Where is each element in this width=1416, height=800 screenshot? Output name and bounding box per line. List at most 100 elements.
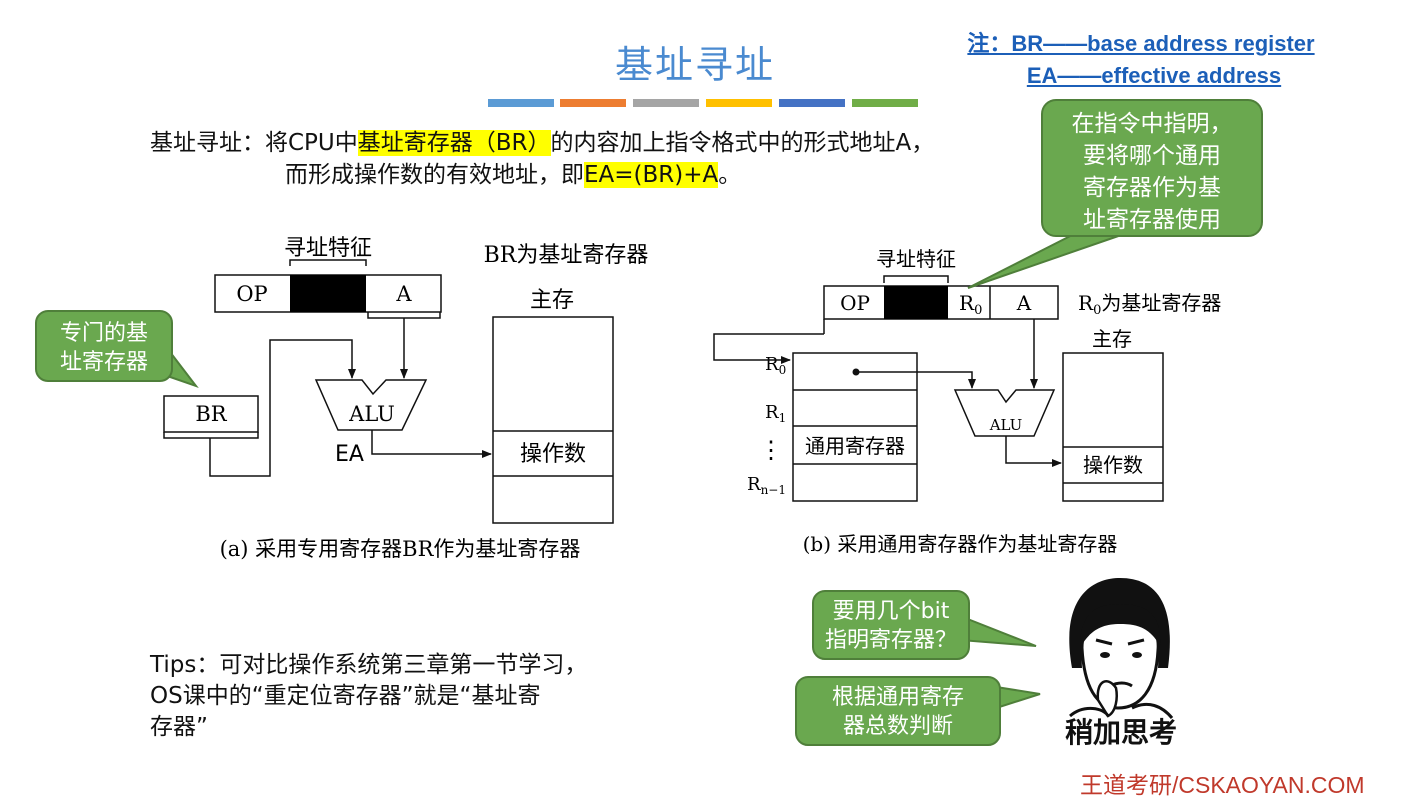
tips-text: Tips：可对比操作系统第三章第一节学习， OS课中的“重定位寄存器”就是“基址… <box>150 650 650 743</box>
b-reg-r0: R0 <box>765 354 786 377</box>
b-r0-field-label: R0 <box>959 291 982 318</box>
b-callout-bubble <box>1041 99 1263 237</box>
a-feature-label: 寻址特征 <box>284 236 372 261</box>
b-callout-line3: 寄存器作为基 <box>1083 175 1221 201</box>
face-eye-right <box>1132 652 1142 658</box>
abbreviation-note: 注：BR——base address register EA——effectiv… <box>955 28 1327 92</box>
b-reg-r1-r: R <box>765 402 779 423</box>
note-br: 注：BR——base address register <box>967 31 1315 56</box>
b-caption: (b) 采用通用寄存器作为基址寄存器 <box>803 532 1118 556</box>
b-op-label: OP <box>840 291 870 315</box>
b-alu-shape <box>953 389 1056 437</box>
b-reg-rn-sub: n−1 <box>761 483 786 497</box>
a-feature-brace <box>289 259 367 266</box>
b-callout-line1: 在指令中指明， <box>1072 111 1233 137</box>
a-br-brace <box>163 432 259 439</box>
answer-line2: 器总数判断 <box>843 714 953 739</box>
a-a-brace <box>367 312 441 322</box>
tips-line3: 存器” <box>150 714 208 740</box>
b-operand-label: 操作数 <box>1083 453 1143 477</box>
color-bar <box>706 99 772 107</box>
question-callout: 要用几个bit 指明寄存器？ <box>812 590 1037 660</box>
color-bar <box>779 99 845 107</box>
b-reg-r0-r: R <box>765 354 779 375</box>
b-callout-line4: 址寄存器使用 <box>1083 207 1221 233</box>
face-label: 稍加思考 <box>1065 716 1177 749</box>
b-ea-arrow <box>1005 436 1062 467</box>
face-hand <box>1096 680 1118 718</box>
b-reg-r1-sub: 1 <box>779 411 787 425</box>
b-gpr-label: 通用寄存器 <box>805 434 905 458</box>
intro-l1-highlight: 基址寄存器（BR） <box>357 130 551 156</box>
b-a-label: A <box>1016 291 1032 315</box>
a-br-to-alu-line <box>209 339 356 477</box>
a-callout-line1: 专门的基 <box>60 321 148 346</box>
a-memory-box <box>492 316 614 524</box>
b-r0-note-rest: 为基址寄存器 <box>1101 291 1221 315</box>
footer-brand: 王道考研/CSKAOYAN.COM <box>1080 772 1365 798</box>
b-callout: 在指令中指明， 要将哪个通用 寄存器作为基 址寄存器使用 <box>967 99 1263 289</box>
answer-bubble <box>795 676 1001 746</box>
tips-line1: Tips：可对比操作系统第三章第一节学习， <box>150 652 588 678</box>
b-reg-r1: R1 <box>765 402 786 425</box>
slide-title: 基址寻址 <box>614 43 775 87</box>
b-r0-note-r: R <box>1078 291 1094 315</box>
b-alu-label: ALU <box>989 416 1023 434</box>
face-hair <box>1069 578 1170 668</box>
a-feature-field <box>290 275 366 312</box>
answer-callout: 根据通用寄存 器总数判断 <box>795 676 1041 746</box>
intro-text: 基址寻址：将CPU中基址寄存器（BR）的内容加上指令格式中的形式地址A， 而形成… <box>150 127 934 191</box>
a-alu-label: ALU <box>348 402 395 426</box>
a-caption: (a) 采用专用寄存器BR作为基址寄存器 <box>220 537 581 561</box>
a-callout-bubble <box>35 310 173 382</box>
tips-line2: OS课中的“重定位寄存器”就是“基址寄 <box>150 683 541 709</box>
b-feature-label: 寻址特征 <box>876 247 956 271</box>
a-br-box <box>163 395 259 433</box>
intro-l2-highlight: EA=(BR)+A <box>584 162 719 188</box>
color-bar <box>560 99 626 107</box>
face-shoulders <box>1069 702 1174 719</box>
b-r0-note-sub: 0 <box>1093 303 1101 318</box>
b-feature-brace <box>883 275 949 283</box>
b-reg-dots: ⋮ <box>759 436 783 464</box>
intro-l1-post: 的内容加上指令格式中的形式地址A， <box>550 130 935 156</box>
question-line2: 指明寄存器？ <box>825 628 957 653</box>
a-callout-line2: 址寄存器 <box>60 350 148 375</box>
b-r0-to-alu-arrow <box>856 371 976 389</box>
color-bar <box>488 99 554 107</box>
color-bar <box>852 99 918 107</box>
intro-l2-post: 。 <box>718 162 742 188</box>
face-eye-left <box>1100 652 1110 658</box>
a-br-label: BR <box>195 402 227 426</box>
color-bar <box>633 99 699 107</box>
b-r0-field-sub: 0 <box>974 303 982 318</box>
b-reg-rn-r: R <box>747 474 761 495</box>
b-reg-rn: Rn−1 <box>747 474 786 497</box>
intro-l2-pre: 而形成操作数的有效地址，即 <box>285 162 584 188</box>
b-memory-label: 主存 <box>1092 327 1132 351</box>
diagram-b: 寻址特征 OP R0 A R0为基址寄存器 主存 操作数 通用寄存器 R0 R1… <box>713 247 1221 556</box>
b-reg-r0-sub: 0 <box>779 363 787 377</box>
a-alu-shape <box>314 379 428 431</box>
a-memory-label: 主存 <box>530 288 574 313</box>
a-callout: 专门的基 址寄存器 <box>35 310 199 389</box>
a-ea-label: EA <box>335 442 364 467</box>
b-r0-select-arrow <box>713 333 824 364</box>
a-op-label: OP <box>236 282 267 306</box>
question-bubble <box>812 590 970 660</box>
note-ea: EA——effective address <box>1026 63 1282 88</box>
question-line1: 要用几个bit <box>833 599 950 624</box>
a-operand-label: 操作数 <box>520 442 586 467</box>
b-memory-box <box>1062 352 1164 502</box>
face-brows <box>1095 638 1145 646</box>
b-r0-field-r: R <box>959 291 975 315</box>
b-register-file <box>792 352 918 502</box>
a-ea-arrow <box>371 430 492 458</box>
diagram-a: 寻址特征 OP A BR为基址寄存器 主存 操作数 ALU BR EA (a) … <box>163 236 649 561</box>
question-tail <box>959 614 1037 647</box>
a-a-label: A <box>395 282 412 306</box>
b-feature-field <box>884 286 948 319</box>
face-bangs <box>1080 604 1161 648</box>
a-br-note: BR为基址寄存器 <box>484 243 649 268</box>
